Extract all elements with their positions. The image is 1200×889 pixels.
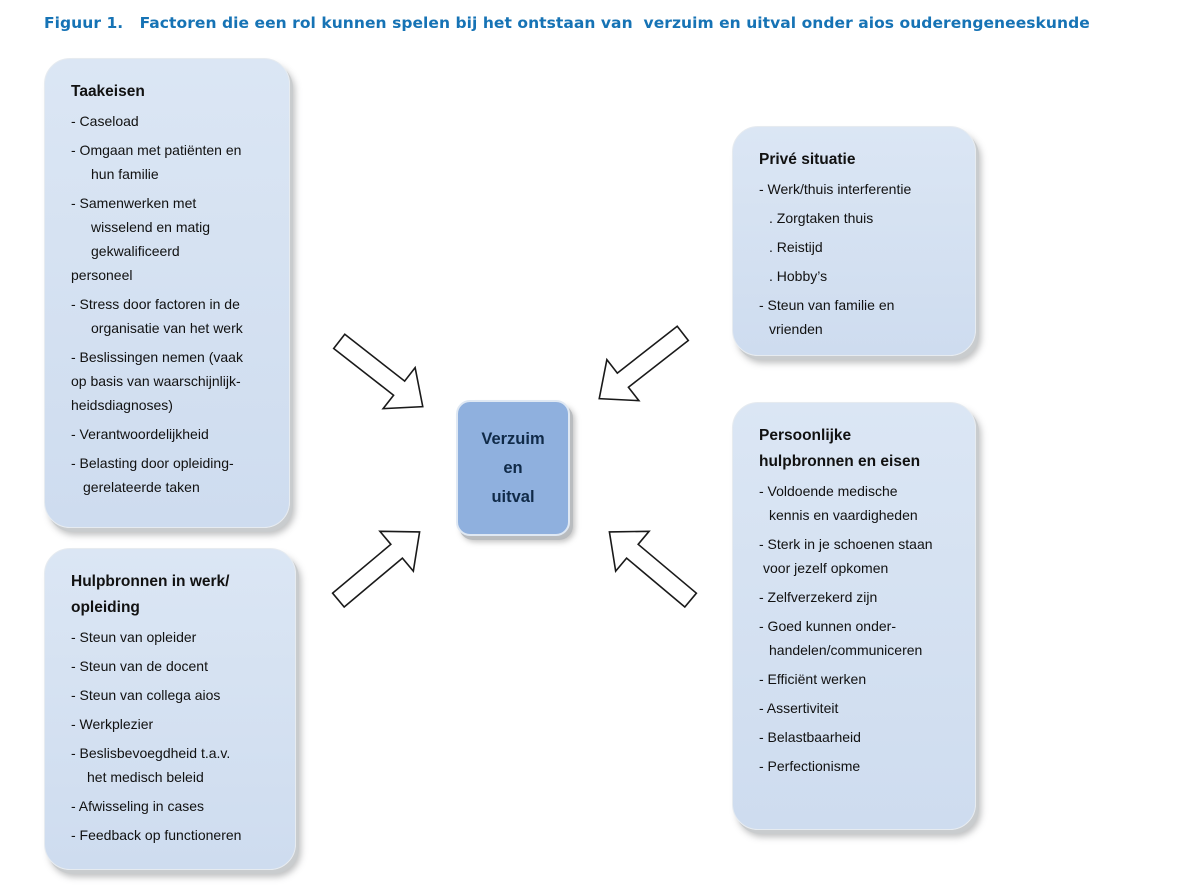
list-item: - Afwisseling in cases: [71, 798, 205, 814]
list-item-continuation: vrienden: [769, 321, 823, 337]
arrow-icon-from-hulpbronnen: [320, 511, 438, 621]
arrow-icon-from-prive: [582, 312, 700, 420]
list-item: - Perfectionisme: [759, 758, 861, 774]
list-item: - Verantwoordelijkheid: [71, 426, 209, 442]
list-item: . Reistijd: [769, 239, 823, 255]
list-item: - Zelfverzekerd zijn: [759, 589, 878, 605]
list-item-continuation: heidsdiagnoses): [71, 397, 173, 413]
box-prive-situatie: Privé situatie - Werk/thuis interferenti…: [732, 126, 976, 356]
list-item-continuation: hun familie: [91, 166, 159, 182]
list-item: - Steun van de docent: [71, 658, 208, 674]
list-item-continuation: op basis van waarschijnlijk-: [71, 373, 241, 389]
list-item-continuation: personeel: [71, 267, 133, 283]
list-item: - Belastbaarheid: [759, 729, 861, 745]
list-item: - Goed kunnen onder-handelen/communicere…: [759, 614, 957, 662]
arrow-icon-from-taakeisen: [322, 320, 440, 428]
list-item-continuation: gerelateerde taken: [83, 479, 200, 495]
arrow-icon-from-persoonlijk: [591, 511, 709, 621]
box-title: Taakeisen: [71, 83, 145, 100]
list-item: - Beslisbevoegdheid t.a.v.het medisch be…: [71, 741, 277, 789]
list-item: . Hobby’s: [769, 268, 828, 284]
list-item-continuation: kennis en vaardigheden: [769, 507, 918, 523]
list-item: - Steun van collega aios: [71, 687, 221, 703]
center-label: Verzuim: [481, 429, 545, 448]
list-item: - Feedback op functioneren: [71, 827, 242, 843]
item-list: - Steun van opleider - Steun van de doce…: [71, 625, 277, 847]
box-title: Hulpbronnen in werk/opleiding: [71, 573, 230, 616]
list-item-continuation: wisselend en matig: [91, 219, 211, 235]
list-item-continuation: gekwalificeerd: [91, 243, 180, 259]
list-item: - Steun van opleider: [71, 629, 197, 645]
box-taakeisen: Taakeisen - Caseload - Omgaan met patiën…: [44, 58, 290, 528]
center-box-verzuim-uitval: Verzuim en uitval: [456, 400, 570, 536]
list-item: - Efficiënt werken: [759, 671, 867, 687]
box-title: Privé situatie: [759, 151, 856, 168]
list-item: - Werkplezier: [71, 716, 154, 732]
list-item: - Caseload: [71, 113, 139, 129]
list-item: . Zorgtaken thuis: [769, 210, 874, 226]
center-label: en: [503, 458, 523, 477]
box-hulpbronnen: Hulpbronnen in werk/opleiding - Steun va…: [44, 548, 296, 870]
list-item-continuation: het medisch beleid: [87, 769, 204, 785]
list-item: - Werk/thuis interferentie: [759, 181, 912, 197]
list-item: - Assertiviteit: [759, 700, 839, 716]
list-item-continuation: handelen/communiceren: [769, 642, 923, 658]
list-item: - Belasting door opleiding-gerelateerde …: [71, 451, 271, 499]
list-item-continuation: voor jezelf opkomen: [763, 560, 889, 576]
item-list: - Werk/thuis interferentie . Zorgtaken t…: [759, 177, 957, 341]
figure-title: Figuur 1. Factoren die een rol kunnen sp…: [44, 14, 1090, 32]
center-label: uitval: [491, 487, 535, 506]
list-item-continuation: organisatie van het werk: [91, 320, 243, 336]
